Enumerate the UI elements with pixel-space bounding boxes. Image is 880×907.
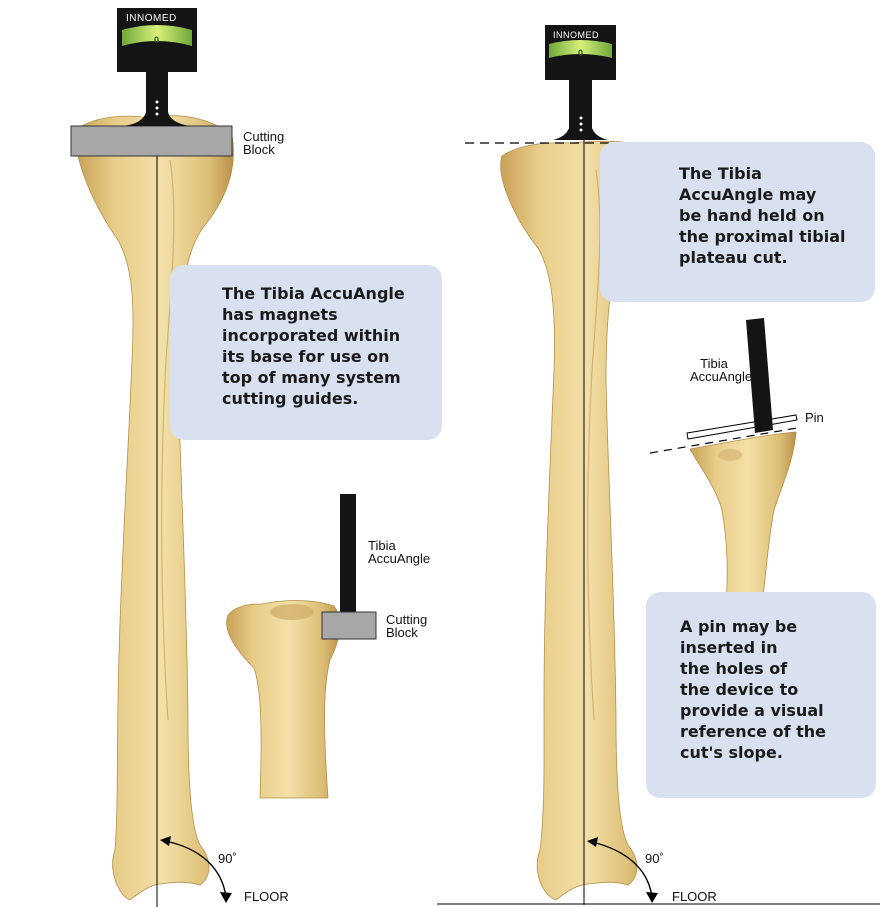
callout-line: inserted in <box>680 637 778 658</box>
left-device-reading: 0 <box>154 34 159 47</box>
right-accuangle-device <box>545 25 616 140</box>
left-inset-cutting-block <box>322 612 376 639</box>
right-angle-label: 90˚ <box>645 852 664 865</box>
callout-line: top of many system <box>222 367 401 388</box>
right-inset-tibia <box>690 432 796 605</box>
left-cutting-block <box>71 126 232 156</box>
right-floor-label: FLOOR <box>672 890 717 903</box>
callout-line: plateau cut. <box>679 247 788 268</box>
right-callout-top: The Tibia AccuAngle may be hand held on … <box>600 142 875 302</box>
callout-line: provide a visual <box>680 700 824 721</box>
callout-line: its base for use on <box>222 346 390 367</box>
callout-line: reference of the <box>680 721 826 742</box>
label-line: AccuAngle <box>690 370 738 383</box>
callout-line: cut's slope. <box>680 742 783 763</box>
label-line: Block <box>386 626 427 639</box>
left-angle-label: 90˚ <box>218 852 237 865</box>
callout-line: the proximal tibial <box>679 226 845 247</box>
callout-line: A pin may be <box>680 616 797 637</box>
left-cutting-block-label: Cutting Block <box>243 130 284 156</box>
left-device-brand: INNOMED <box>126 12 177 25</box>
left-panel <box>71 8 376 907</box>
right-angle-arrowhead-bottom <box>646 892 658 903</box>
callout-line: The Tibia AccuAngle <box>222 283 405 304</box>
left-tibia-bone <box>76 116 233 900</box>
left-floor-label: FLOOR <box>244 890 289 903</box>
left-accuangle-device <box>117 8 197 126</box>
right-pin-label: Pin <box>805 411 824 424</box>
callout-line: the holes of <box>680 658 787 679</box>
right-callout-bottom: A pin may be inserted in the holes of th… <box>646 592 876 798</box>
left-callout: The Tibia AccuAngle has magnets incorpor… <box>170 265 442 440</box>
right-tibia-accuangle-label: Tibia AccuAngle <box>690 357 738 383</box>
left-inset-cutting-block-label: Cutting Block <box>386 613 427 639</box>
right-device-brand: INNOMED <box>553 29 599 42</box>
label-line: Block <box>243 143 284 156</box>
right-device-reading: 0 <box>578 47 583 60</box>
left-tibia-accuangle-label: Tibia AccuAngle <box>368 539 430 565</box>
callout-line: be hand held on <box>679 205 825 226</box>
callout-line: the device to <box>680 679 798 700</box>
left-angle-arrowhead-bottom <box>220 892 232 903</box>
callout-line: AccuAngle may <box>679 184 816 205</box>
callout-line: The Tibia <box>679 163 762 184</box>
left-inset-accuangle-bar <box>340 494 356 612</box>
callout-line: incorporated within <box>222 325 400 346</box>
label-line: AccuAngle <box>368 552 430 565</box>
callout-line: cutting guides. <box>222 388 358 409</box>
callout-line: has magnets <box>222 304 338 325</box>
